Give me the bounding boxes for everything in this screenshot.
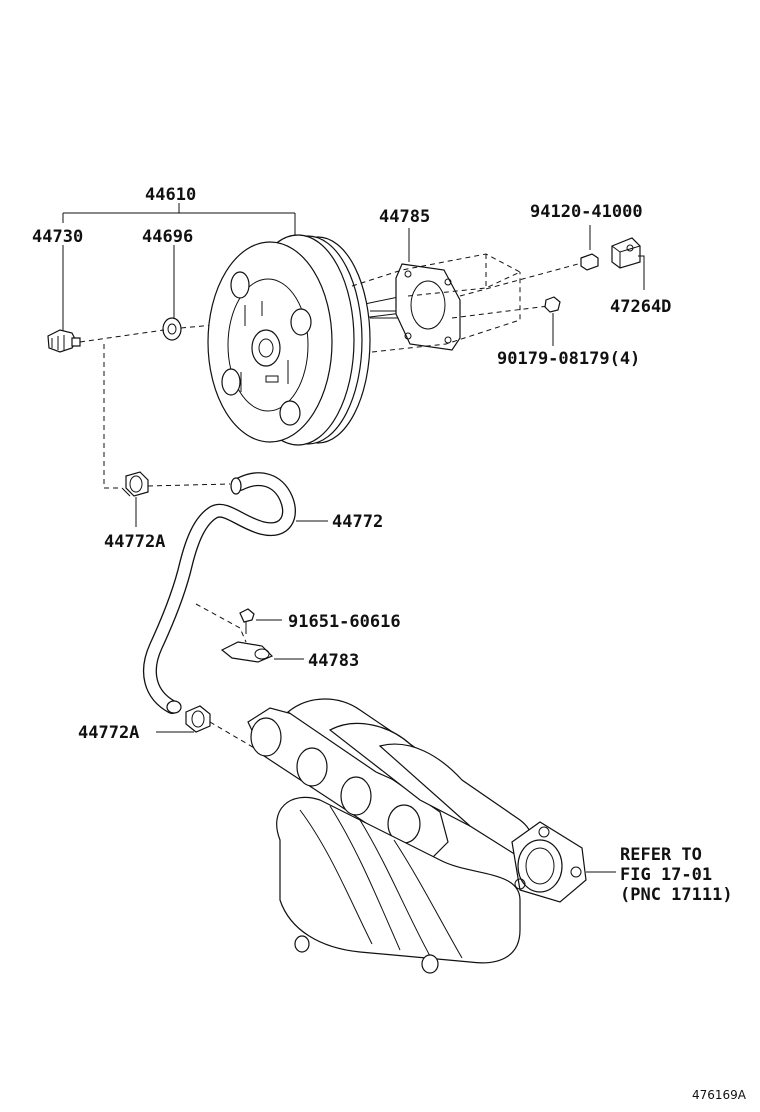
label-clevis-pin: 94120-41000 bbox=[530, 202, 643, 222]
label-vacuum-hose: 44772 bbox=[332, 512, 383, 532]
label-check-valve: 44730 bbox=[32, 227, 83, 247]
mounting-guide-lines bbox=[351, 253, 579, 353]
label-hose-bracket: 44783 bbox=[308, 651, 359, 671]
brake-booster[interactable] bbox=[207, 234, 411, 446]
check-valve[interactable] bbox=[47, 245, 81, 353]
label-nut: 90179-08179(4) bbox=[497, 349, 640, 369]
bolt[interactable] bbox=[239, 608, 282, 634]
nut[interactable] bbox=[544, 296, 561, 346]
intake-manifold[interactable] bbox=[247, 698, 616, 974]
clevis[interactable] bbox=[611, 237, 645, 290]
clevis-pin[interactable] bbox=[580, 225, 599, 271]
gasket[interactable] bbox=[395, 228, 461, 351]
reference-note-line-1: REFER TO bbox=[620, 845, 702, 865]
vacuum-hose[interactable] bbox=[142, 472, 328, 714]
label-booster-assembly: 44610 bbox=[145, 185, 196, 205]
hose-clamp-upper[interactable] bbox=[103, 344, 231, 527]
reference-note-line-2: FIG 17-01 bbox=[620, 865, 712, 885]
figure-id: 476169A bbox=[692, 1088, 747, 1102]
hose-bracket[interactable] bbox=[220, 641, 304, 663]
reference-note-line-3: (PNC 17111) bbox=[620, 885, 733, 905]
label-hose-clamp-upper: 44772A bbox=[104, 532, 165, 552]
label-hose-clamp-lower: 44772A bbox=[78, 723, 139, 743]
label-clevis: 47264D bbox=[610, 297, 671, 317]
grommet[interactable] bbox=[162, 245, 182, 341]
label-gasket: 44785 bbox=[379, 207, 430, 227]
label-grommet: 44696 bbox=[142, 227, 193, 247]
bracket-guide-line bbox=[195, 603, 247, 643]
label-bolt: 91651-60616 bbox=[288, 612, 401, 632]
check-valve-guide-line bbox=[79, 329, 165, 343]
